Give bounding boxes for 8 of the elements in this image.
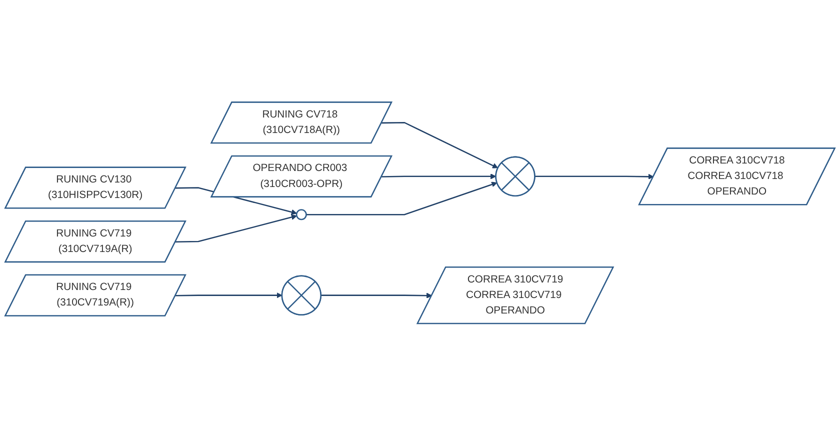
arrow xyxy=(306,181,498,215)
arrow xyxy=(382,122,498,168)
arrow xyxy=(320,292,432,298)
node-circle xyxy=(296,208,307,220)
arrow xyxy=(175,214,297,242)
arrow xyxy=(534,173,654,180)
arrow xyxy=(382,173,496,179)
arrow xyxy=(175,292,282,298)
